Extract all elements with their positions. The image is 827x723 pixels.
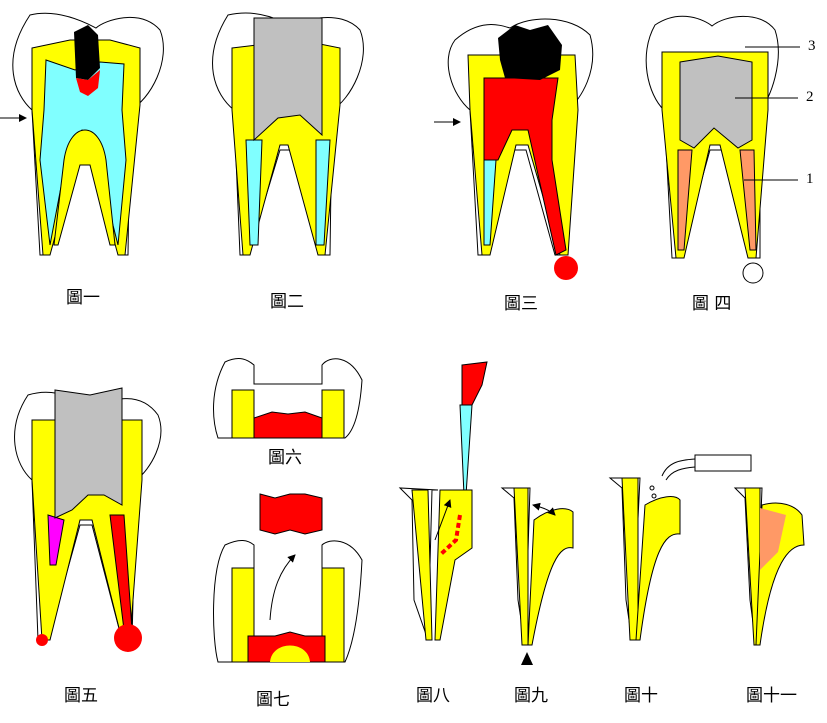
- dentin: [527, 508, 574, 646]
- healed-area: [742, 262, 764, 284]
- figure-3-tooth: [434, 18, 594, 280]
- caption-figure-6: 圖六: [268, 448, 302, 468]
- caption-figure-2: 圖二: [270, 292, 304, 312]
- abscess-small: [36, 634, 48, 646]
- callout-2: 2: [806, 89, 814, 105]
- infection: [76, 70, 100, 96]
- abscess: [554, 256, 578, 280]
- caption-figure-1: 圖一: [66, 288, 100, 308]
- file-shaft: [459, 404, 473, 496]
- pulp: [245, 139, 331, 246]
- figure-6-tooth-crown: [213, 358, 363, 439]
- caption-figure-5: 圖五: [64, 686, 98, 706]
- dentin-floor: [270, 645, 310, 662]
- removed-pulp: [259, 493, 323, 535]
- figure-4-tooth: [645, 15, 800, 284]
- callout-1: 1: [806, 171, 814, 187]
- caption-figure-3: 圖三: [504, 294, 538, 314]
- root-filling: [760, 508, 786, 570]
- abscess-large: [114, 624, 142, 652]
- figure-7-tooth-crown: [213, 493, 363, 663]
- decay: [74, 25, 100, 80]
- figure-11-root-filled: [733, 487, 805, 646]
- figure-2-tooth: [212, 12, 364, 256]
- decay: [498, 25, 562, 80]
- file-handle: [461, 361, 488, 406]
- syringe: [694, 454, 752, 472]
- figure-9-root-measure: [500, 487, 574, 665]
- root-filling: [677, 149, 757, 251]
- apex-marker: [521, 652, 533, 665]
- filling: [253, 17, 323, 142]
- figure-1-tooth: [0, 12, 164, 256]
- filling: [679, 55, 753, 149]
- caption-figure-4: 圖 四: [692, 294, 732, 314]
- dentin-inner: [53, 129, 116, 246]
- callout-3: 3: [808, 38, 816, 54]
- filling: [54, 387, 123, 519]
- caption-figure-11: 圖十一: [746, 686, 797, 706]
- infection: [483, 77, 567, 256]
- caption-figure-9: 圖九: [514, 686, 548, 706]
- figure-5-tooth: [14, 387, 162, 652]
- caption-figure-7: 圖七: [256, 690, 290, 710]
- dentin: [434, 489, 473, 641]
- canal-debris: [438, 514, 462, 557]
- caption-figure-10: 圖十: [624, 686, 658, 706]
- figure-10-root-irrigation: [608, 454, 752, 641]
- dentin: [411, 489, 433, 641]
- figure-8-root-cleaning: [398, 361, 488, 641]
- dentin: [513, 487, 529, 646]
- dentin: [635, 496, 681, 641]
- infection: [253, 411, 323, 439]
- caption-figure-8: 圖八: [416, 686, 450, 706]
- irritant: [47, 514, 65, 566]
